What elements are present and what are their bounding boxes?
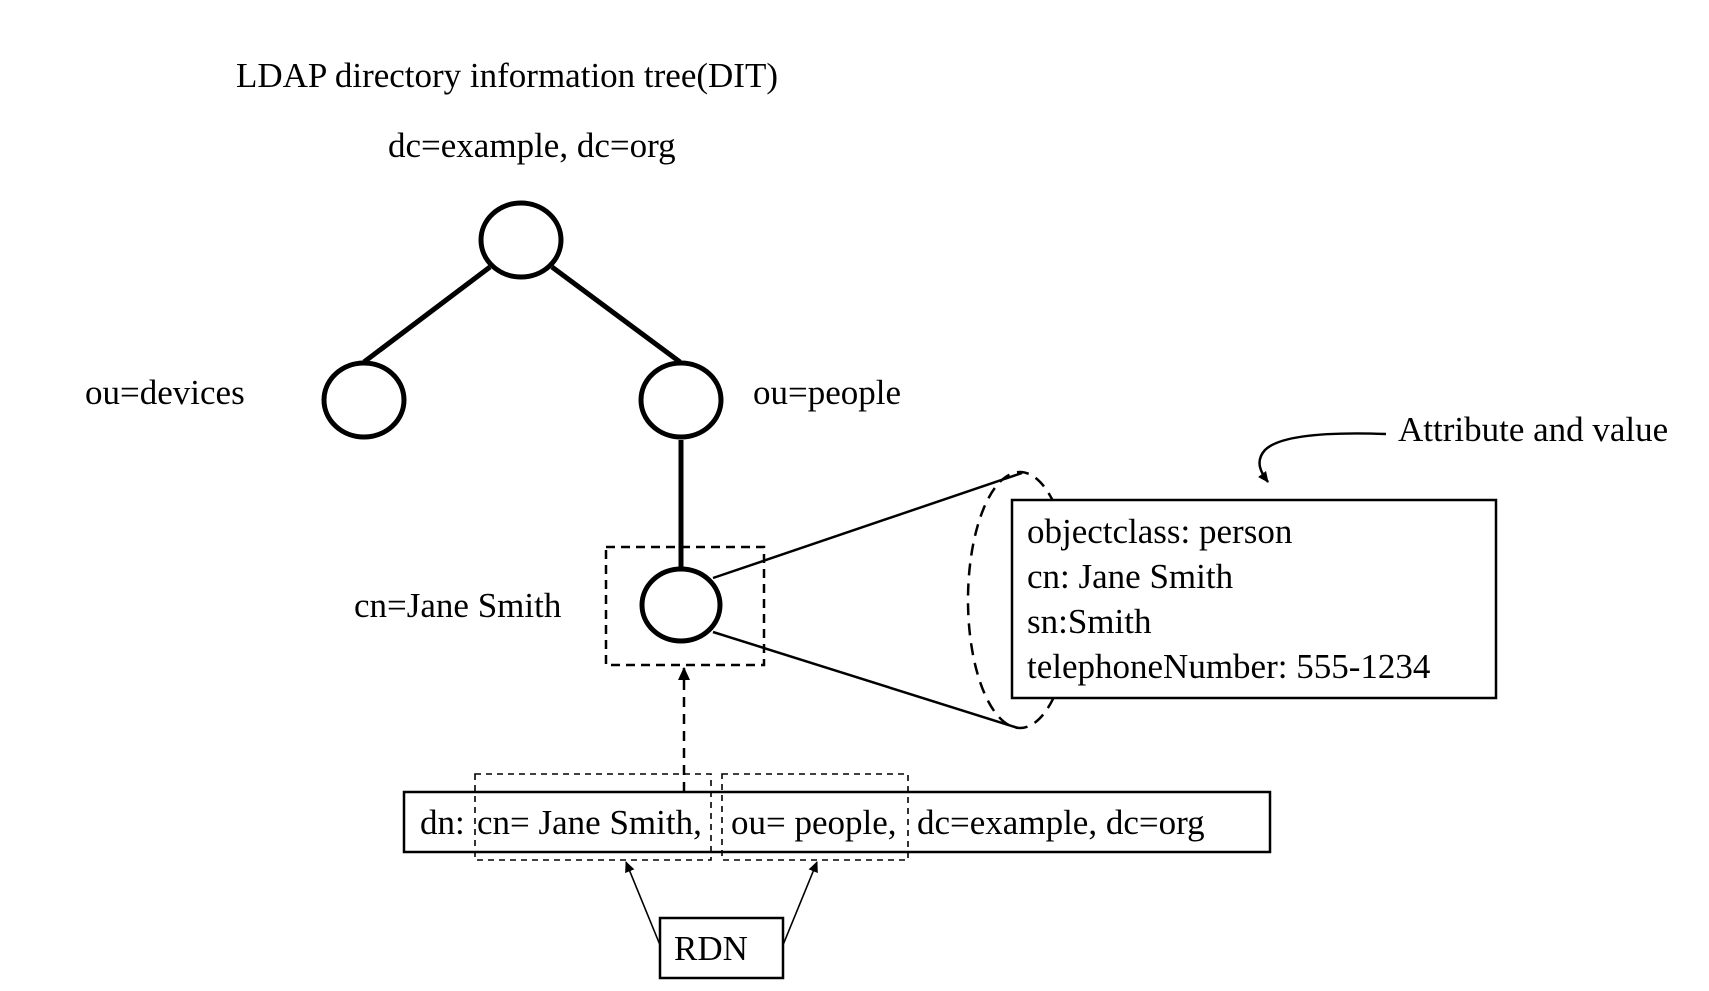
attribute-line: telephoneNumber: 555-1234 [1027, 647, 1430, 686]
attribute-line: sn:Smith [1027, 602, 1152, 641]
people-node [638, 360, 724, 440]
attribute-callout-arrow [1258, 432, 1387, 483]
diagram-title: LDAP directory information tree(DIT) [236, 56, 778, 95]
dn-rdn-ou: ou= people, [731, 803, 897, 842]
attributes-box [1010, 498, 1498, 700]
rdn-highlight-cn [474, 773, 712, 861]
rdn-box [658, 916, 785, 980]
edge-root-devices [362, 265, 492, 364]
dn-box [402, 790, 1272, 854]
person-node [639, 566, 723, 644]
rdn-label: RDN [674, 929, 748, 968]
person-node-label: cn=Jane Smith [354, 586, 562, 625]
zoom-line-bottom [712, 630, 1019, 730]
rdn-arrow-cn [625, 861, 661, 946]
devices-node-label: ou=devices [85, 373, 245, 412]
root-node [478, 200, 564, 280]
rdn-highlight-ou [721, 773, 909, 861]
dn-rest: dc=example, dc=org [917, 803, 1205, 842]
dn-rdn-cn: cn= Jane Smith, [477, 803, 702, 842]
dn-prefix: dn: [420, 803, 465, 842]
devices-node [321, 360, 407, 440]
edge-root-people [550, 264, 682, 365]
selected-entry-box [604, 545, 766, 667]
root-node-label: dc=example, dc=org [388, 126, 676, 165]
people-node-label: ou=people [753, 373, 901, 412]
zoom-line-top [712, 471, 1023, 580]
attribute-line: objectclass: person [1027, 512, 1292, 551]
attribute-line: cn: Jane Smith [1027, 557, 1234, 596]
attribute-callout-label: Attribute and value [1398, 410, 1668, 449]
rdn-arrow-ou [782, 861, 818, 946]
